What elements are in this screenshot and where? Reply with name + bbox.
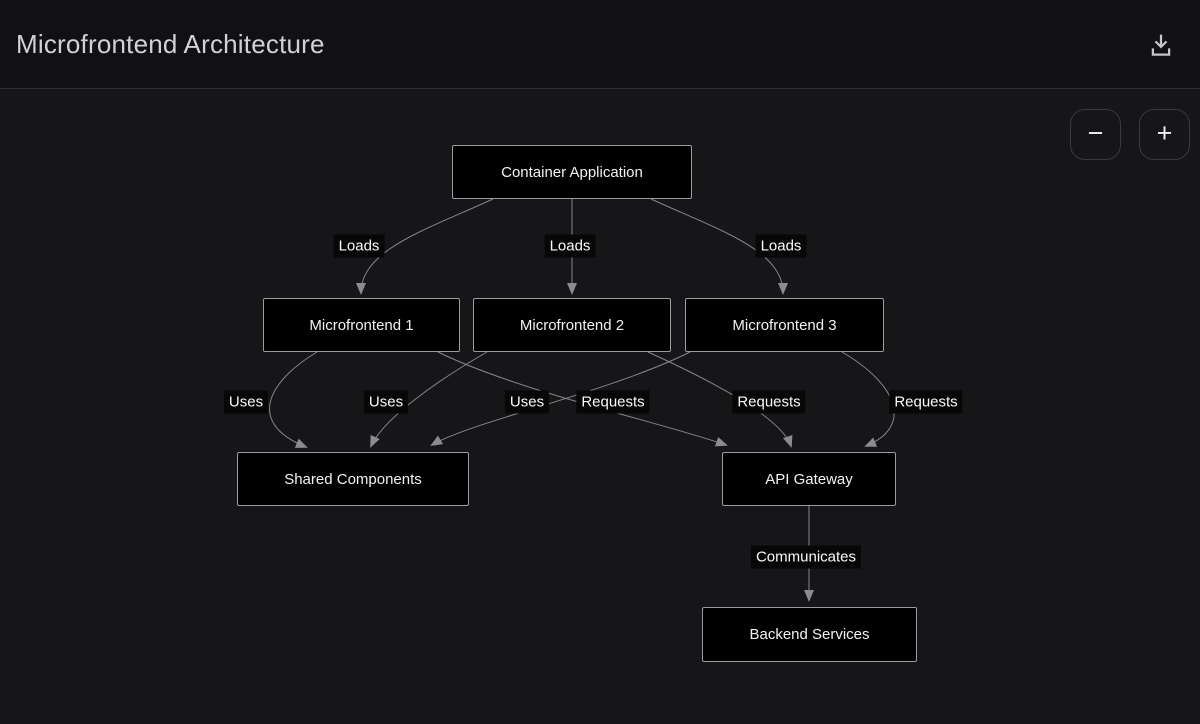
node-microfrontend-2: Microfrontend 2 <box>473 298 671 352</box>
edge-label: Requests <box>889 391 962 414</box>
page-title: Microfrontend Architecture <box>16 29 325 60</box>
node-label: Microfrontend 1 <box>309 317 413 334</box>
edge-label: Uses <box>224 391 268 414</box>
zoom-controls: − + <box>1070 109 1190 160</box>
node-label: Microfrontend 3 <box>732 317 836 334</box>
node-label: Backend Services <box>749 626 869 643</box>
edge-microfrontend-3-to-api-gateway <box>842 352 894 446</box>
node-api-gateway: API Gateway <box>722 452 896 506</box>
node-label: Microfrontend 2 <box>520 317 624 334</box>
download-button[interactable] <box>1142 25 1180 63</box>
node-container-application: Container Application <box>452 145 692 199</box>
node-shared-components: Shared Components <box>237 452 469 506</box>
plus-icon: + <box>1157 120 1173 147</box>
header: Microfrontend Architecture <box>0 0 1200 89</box>
edge-microfrontend-1-to-shared-components <box>269 352 317 447</box>
node-label: Container Application <box>501 164 643 181</box>
zoom-in-button[interactable]: + <box>1139 109 1190 160</box>
diagram-canvas[interactable]: Loads Loads LoadsUses Uses Uses Requests Reque… <box>0 90 1200 724</box>
edge-label: Requests <box>576 391 649 414</box>
edge-label: Uses <box>505 391 549 414</box>
minus-icon: − <box>1088 120 1104 147</box>
node-backend-services: Backend Services <box>702 607 917 662</box>
edge-label: Loads <box>334 235 385 258</box>
edge-label: Loads <box>545 235 596 258</box>
node-label: API Gateway <box>765 471 853 488</box>
node-label: Shared Components <box>284 471 422 488</box>
edge-label: Requests <box>732 391 805 414</box>
node-microfrontend-3: Microfrontend 3 <box>685 298 884 352</box>
edge-label: Uses <box>364 391 408 414</box>
edge-label: Loads <box>756 235 807 258</box>
edge-label: Communicates <box>751 546 861 569</box>
download-icon <box>1146 29 1176 59</box>
zoom-out-button[interactable]: − <box>1070 109 1121 160</box>
node-microfrontend-1: Microfrontend 1 <box>263 298 460 352</box>
